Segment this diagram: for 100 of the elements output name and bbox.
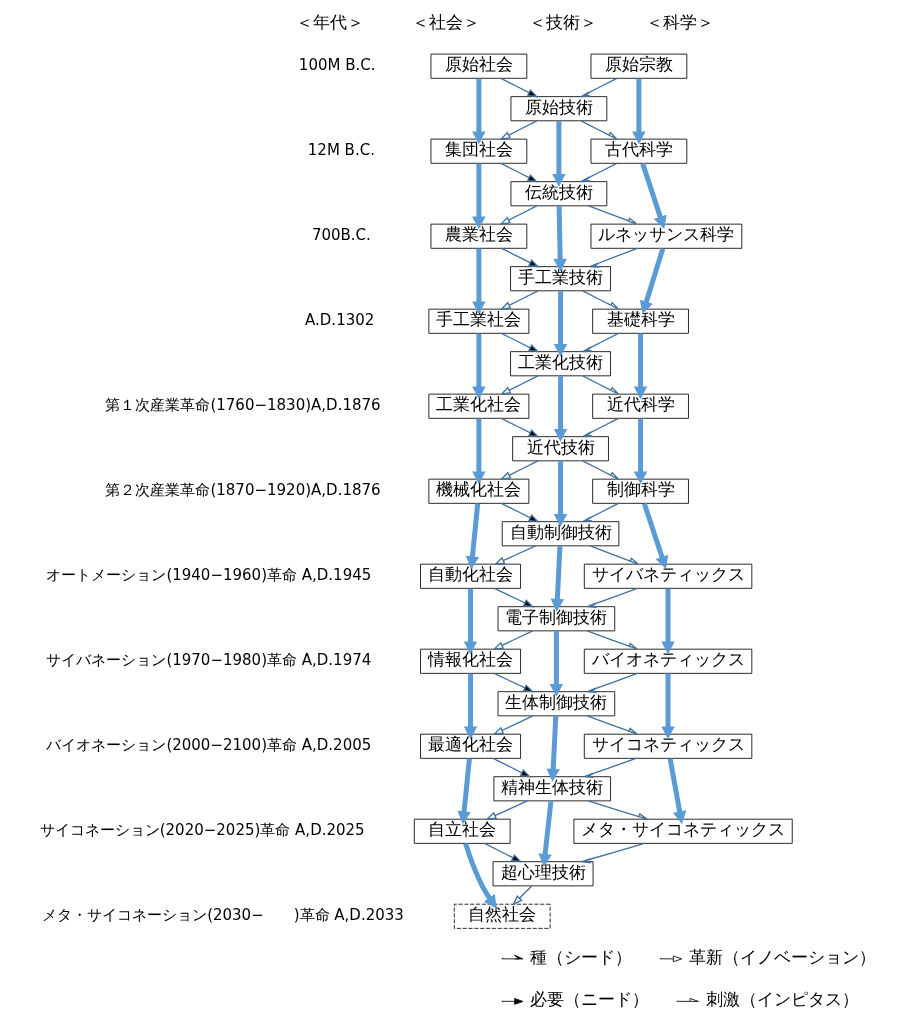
node-box: メタ・サイコネティックス	[572, 818, 793, 844]
label: 100M B.C.	[298, 55, 376, 74]
arrow	[581, 460, 619, 480]
label: 第１次産業革命(1760−1830)A,D.1876	[104, 395, 381, 414]
node-box: 自動制御技術	[501, 521, 619, 547]
node-box: 手工業社会	[427, 308, 529, 334]
label: ＜技術＞	[528, 12, 597, 32]
legend-label: 刺激（インピタス）	[705, 990, 859, 1010]
arrow	[583, 757, 637, 778]
label: 12M B.C.	[307, 140, 375, 159]
label: オートメーション(1940−1960)革命 A,D.1945	[45, 565, 371, 584]
arrow	[581, 290, 619, 310]
node-box: 工業化社会	[427, 393, 529, 419]
arrow	[499, 460, 539, 480]
node-box: サイバネティックス	[583, 563, 752, 589]
arrow	[492, 630, 533, 650]
node-box: 機械化社会	[427, 478, 529, 504]
arrow	[537, 800, 553, 867]
arrow	[471, 418, 486, 485]
arrow	[463, 673, 477, 740]
node-box: 生体制御技術	[497, 691, 615, 717]
arrow	[499, 77, 538, 98]
arrow	[463, 588, 477, 655]
node-box: 精神生体技術	[492, 776, 611, 802]
node-box: 情報化社会	[419, 648, 521, 674]
label: メタ・サイコネーション(2030− )革命 A,D.2033	[41, 905, 404, 924]
legend-label: 革新（イノベーション）	[688, 947, 876, 967]
arrow	[586, 587, 638, 608]
node-box: 基礎科学	[591, 308, 689, 334]
label: サイコネーション(2020−2025)革命 A,D.2025	[39, 820, 365, 839]
label: A.D.1302	[304, 310, 374, 329]
arrow	[581, 332, 619, 353]
node-box: 原始技術	[510, 96, 607, 122]
arrow	[660, 673, 675, 740]
node-box: 近代技術	[511, 436, 609, 462]
legend-label: 必要（ニード）	[529, 990, 649, 1010]
label: サイバネーション(1970−1980)革命 A,D.1974	[45, 650, 371, 669]
node-box: 近代科学	[591, 393, 689, 419]
node-box: ルネッサンス科学	[590, 223, 742, 249]
arrow	[499, 290, 539, 310]
arrow	[500, 502, 540, 523]
node-box: 電子制御技術	[497, 606, 615, 632]
arrow	[581, 417, 619, 438]
arrow	[553, 461, 567, 527]
arrow	[579, 120, 617, 140]
node-box: 自立社会	[413, 818, 511, 844]
arrow	[500, 332, 540, 353]
arrow	[667, 758, 686, 825]
node-box: サイコネティックス	[583, 733, 752, 759]
arrow	[498, 205, 537, 225]
arrow	[552, 206, 567, 272]
arrow	[641, 502, 668, 570]
arrow	[491, 757, 531, 778]
arrow	[465, 503, 480, 570]
arrow	[545, 716, 560, 782]
arrow	[553, 291, 567, 357]
node-box: 工業化技術	[509, 351, 611, 377]
arrow	[471, 163, 486, 230]
arrow	[581, 375, 619, 395]
node-box: 制御科学	[591, 478, 689, 504]
node-box: 最適化社会	[419, 733, 521, 759]
label: ＜年代＞	[295, 12, 364, 32]
arrow	[456, 758, 472, 825]
node-box: 集団社会	[430, 138, 527, 164]
label: ＜科学＞	[645, 12, 714, 32]
arrow	[553, 376, 567, 442]
arrow	[471, 248, 486, 315]
arrow	[471, 333, 486, 400]
arrow	[492, 715, 533, 735]
label: 第２次産業革命(1870−1920)A,D.1876	[104, 480, 381, 499]
arrow	[462, 842, 497, 909]
arrow	[471, 78, 486, 145]
arrow	[499, 375, 539, 395]
arrow	[500, 247, 540, 268]
node-box: 農業社会	[430, 223, 527, 249]
arrow	[580, 842, 645, 864]
arrow	[483, 842, 522, 863]
arrow	[549, 631, 563, 697]
node-box: 古代科学	[590, 138, 687, 164]
node-box: 超心理技術	[492, 861, 593, 887]
arrow	[639, 247, 665, 315]
arrow	[550, 546, 564, 612]
label: バイオネーション(2000−2100)革命 A,D.2005	[45, 735, 371, 754]
arrow	[633, 333, 647, 400]
arrow	[587, 205, 637, 225]
arrow	[493, 545, 536, 565]
node-box: 原始宗教	[590, 53, 687, 79]
arrow	[498, 120, 537, 140]
arrow	[631, 78, 646, 145]
arrow	[639, 162, 667, 229]
arrow	[499, 162, 538, 183]
arrow	[484, 800, 528, 820]
node-box: 自然社会	[453, 903, 551, 929]
node-box: バイオネティックス	[583, 648, 752, 674]
node-box: 手工業技術	[509, 266, 611, 292]
label: ＜社会＞	[411, 12, 480, 32]
node-box: 原始社会	[430, 53, 527, 79]
arrow	[660, 588, 675, 655]
arrow	[511, 885, 532, 906]
arrow	[580, 77, 617, 98]
